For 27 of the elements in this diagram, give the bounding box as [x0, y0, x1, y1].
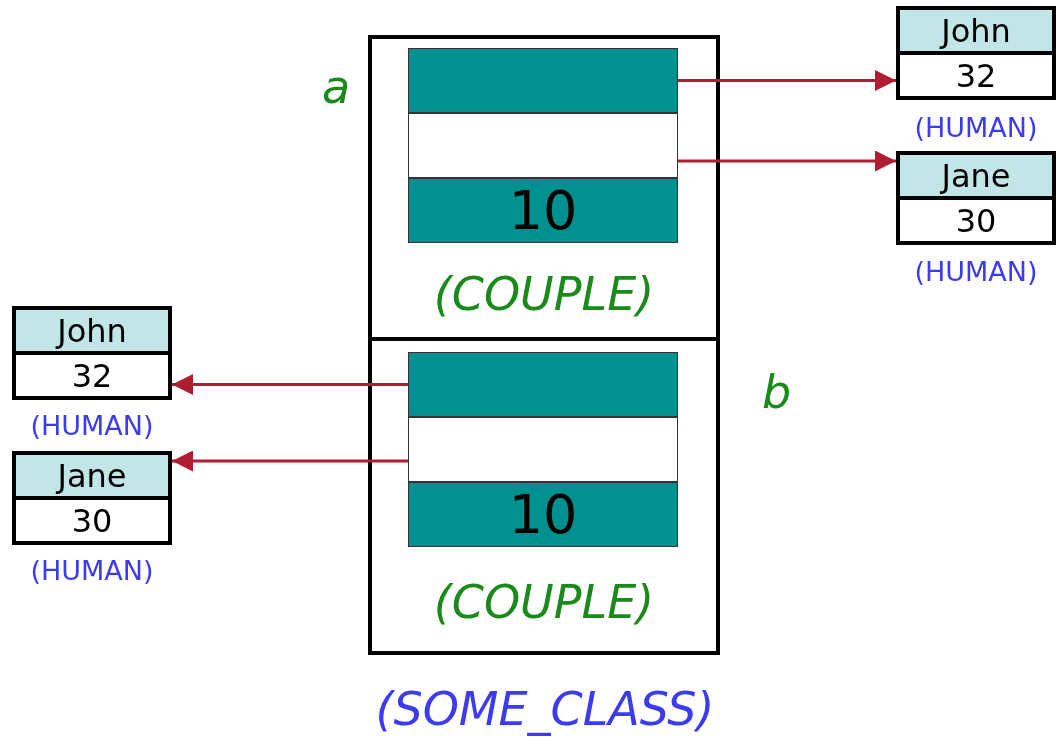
type-label: (HUMAN) [913, 256, 1039, 287]
reference-cell [408, 48, 678, 113]
field-name-label: b [762, 365, 792, 419]
reference-cell [408, 417, 678, 482]
field-name-label: a [322, 60, 351, 114]
reference-cell [408, 113, 678, 178]
name-cell: Jane [16, 455, 168, 496]
object-box [896, 6, 1056, 100]
object-box [12, 451, 172, 545]
arrow [172, 374, 408, 395]
name-cell: John [900, 10, 1052, 51]
name-cell: Jane [900, 155, 1052, 196]
object-box [896, 151, 1056, 245]
type-label: (HUMAN) [29, 410, 155, 441]
type-label: (COUPLE) [432, 267, 656, 321]
name-cell: John [16, 310, 168, 351]
object-box [12, 306, 172, 400]
value-cell: 10 [408, 482, 678, 547]
value-cell: 10 [408, 178, 678, 243]
type-label: (HUMAN) [29, 555, 155, 586]
reference-cell [408, 352, 678, 417]
arrow [678, 70, 896, 91]
class-name-label: (SOME_CLASS) [374, 682, 716, 736]
arrow [172, 450, 408, 472]
arrow [678, 150, 896, 172]
type-label: (COUPLE) [432, 575, 656, 629]
type-label: (HUMAN) [913, 112, 1039, 143]
